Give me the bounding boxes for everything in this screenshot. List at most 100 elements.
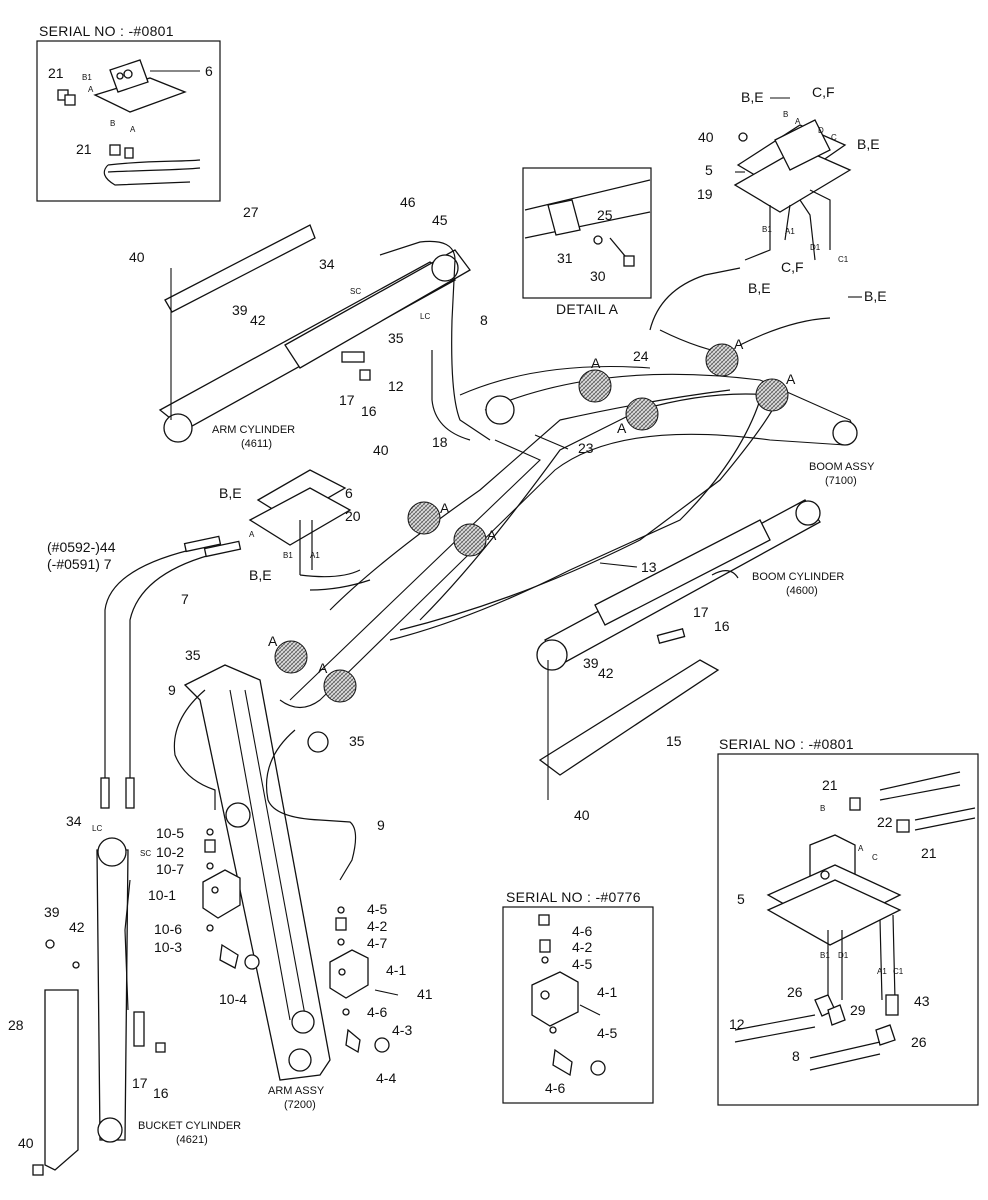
inset-frame: [522, 167, 652, 299]
svg-text:A: A: [858, 844, 864, 853]
fitting-21b-icon: [109, 144, 134, 159]
callout-35: 35: [388, 330, 404, 346]
callout-8: 8: [792, 1048, 800, 1064]
callout-b-e: B,E: [249, 567, 272, 583]
detail-a-marker: [625, 397, 659, 431]
callout-21: 21: [921, 845, 937, 861]
callout-12: 12: [729, 1016, 745, 1032]
callout-4-2: 4-2: [367, 918, 387, 934]
callout-39: 39: [232, 302, 248, 318]
callout-c-f: C,F: [812, 84, 835, 100]
callout-4-6: 4-6: [545, 1080, 565, 1096]
svg-text:B1: B1: [762, 225, 772, 234]
callout-21: 21: [76, 141, 92, 157]
inset-title: SERIAL NO : -#0801: [39, 23, 174, 39]
callout-4-1: 4-1: [386, 962, 406, 978]
svg-text:B1: B1: [82, 73, 92, 82]
callout-b-e: B,E: [748, 280, 771, 296]
svg-text:A: A: [487, 527, 497, 543]
svg-text:SC: SC: [350, 287, 361, 296]
callout-7: 7: [181, 591, 189, 607]
callout-34: 34: [66, 813, 82, 829]
hoses-44-7: (#0592-)44 (-#0591) 7 7: [47, 535, 242, 809]
callout-8: 8: [480, 312, 488, 328]
svg-text:LC: LC: [420, 312, 430, 321]
inset-title: DETAIL A: [556, 301, 619, 317]
svg-text:B1: B1: [820, 951, 830, 960]
svg-text:B: B: [110, 119, 115, 128]
detail-a-marker: [323, 669, 357, 703]
assembly-label: BUCKET CYLINDER: [138, 1120, 241, 1132]
callout-35: 35: [349, 733, 365, 749]
callout-4-1: 4-1: [597, 984, 617, 1000]
svg-text:B: B: [820, 804, 825, 813]
callout-4-5: 4-5: [367, 901, 387, 917]
callout-45: 45: [432, 212, 448, 228]
callout-23: 23: [578, 440, 594, 456]
callout-4-4: 4-4: [376, 1070, 396, 1086]
boom-assy-group: A A A A A A A A 24 23 18 40 13 BOOM ASSY…: [268, 267, 875, 709]
callout-46: 46: [400, 194, 416, 210]
svg-text:A1: A1: [877, 967, 887, 976]
callout-10-3: 10-3: [154, 939, 182, 955]
callout-6: 6: [205, 63, 213, 79]
inset-serial-0801-bottom-right: SERIAL NO : -#0801 21 22 21 5 26 29 43 1…: [717, 736, 979, 1106]
detail-a-marker: [705, 343, 739, 377]
assembly-label: BOOM ASSY: [809, 461, 875, 473]
inset-frame: [502, 906, 654, 1104]
callout-44: (#0592-)44: [47, 539, 116, 555]
svg-text:C: C: [831, 133, 837, 142]
callout-39: 39: [44, 904, 60, 920]
callout-10-6: 10-6: [154, 921, 182, 937]
callout-10-7: 10-7: [156, 861, 184, 877]
assembly-label: BOOM CYLINDER: [752, 571, 844, 583]
callout-4-5: 4-5: [597, 1025, 617, 1041]
callout-10-4: 10-4: [219, 991, 247, 1007]
svg-text:A1: A1: [785, 227, 795, 236]
detail-a-marker: [755, 378, 789, 412]
callout-31: 31: [557, 250, 573, 266]
callout-10-1: 10-1: [148, 887, 176, 903]
callout-4-5: 4-5: [572, 956, 592, 972]
callout-7: (-#0591) 7: [47, 556, 112, 572]
detail-a-marker: [453, 523, 487, 557]
callout-40: 40: [18, 1135, 34, 1151]
callout-13: 13: [641, 559, 657, 575]
inset-title: SERIAL NO : -#0801: [719, 736, 854, 752]
callout-16: 16: [714, 618, 730, 634]
svg-text:B1: B1: [283, 551, 293, 560]
arm-assy-group: 35 9 35 9 ARM ASSY (7200): [168, 647, 385, 1111]
arm-cylinder-group: 27 40 46 45 34 8 39 42 35 12 17 16 SC LC…: [129, 194, 491, 450]
callout-28: 28: [8, 1017, 24, 1033]
callout-43: 43: [914, 993, 930, 1009]
callout-26: 26: [787, 984, 803, 1000]
callout-21: 21: [48, 65, 64, 81]
bucket-cylinder-group: 34 LC SC 39 42 28 17 16 40 BUCKET CYLIND…: [8, 813, 241, 1176]
callout-42: 42: [250, 312, 266, 328]
callout-29: 29: [850, 1002, 866, 1018]
callout-9: 9: [377, 817, 385, 833]
inset-frame: [36, 40, 221, 202]
callout-10-2: 10-2: [156, 844, 184, 860]
svg-text:A1: A1: [310, 551, 320, 560]
top-right-valve-group: B,E C,F 40 5 19 B,E C,F B,E B,E B A D C …: [697, 84, 887, 304]
callout-40: 40: [373, 442, 389, 458]
svg-text:A: A: [734, 336, 744, 352]
callout-4-6: 4-6: [367, 1004, 387, 1020]
bucket-cylinder: [96, 849, 129, 1141]
callout-40: 40: [698, 129, 714, 145]
assembly-label: ARM ASSY: [268, 1085, 325, 1097]
callout-40: 40: [574, 807, 590, 823]
callout-4-6: 4-6: [572, 923, 592, 939]
detail-a-marker: [274, 640, 308, 674]
svg-text:A: A: [268, 633, 278, 649]
callout-22: 22: [877, 814, 893, 830]
callout-c-f: C,F: [781, 259, 804, 275]
callout-4-2: 4-2: [572, 939, 592, 955]
callout-10-5: 10-5: [156, 825, 184, 841]
valve-block-10: 10-5 10-2 10-7 10-1 10-6 10-3 10-4: [148, 825, 260, 1007]
svg-text:C1: C1: [893, 967, 904, 976]
svg-text:D: D: [818, 126, 824, 135]
svg-text:A: A: [249, 530, 255, 539]
